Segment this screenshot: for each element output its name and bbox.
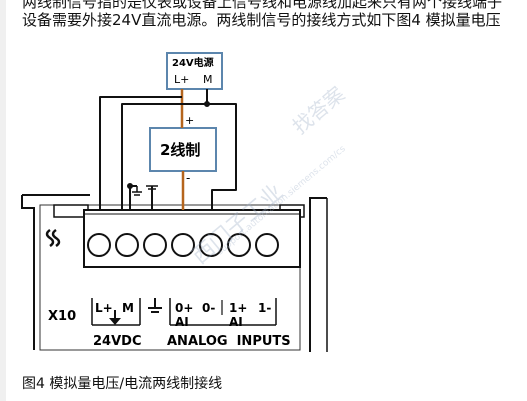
coding-symbol-icon: [45, 228, 61, 248]
module-label-lplus: L+: [95, 301, 113, 315]
terminal-screw-ai0plus: [171, 233, 195, 257]
wire-supply-lplus-to-module: [99, 96, 182, 210]
wires: [99, 89, 237, 210]
two-wire-device-box: 2线制 + -: [149, 114, 217, 185]
module-label-analog-inputs: ANALOG INPUTS: [167, 334, 291, 349]
watermark-text-1: 找答案: [288, 82, 349, 139]
terminal-screw-ai1minus: [255, 233, 279, 257]
module-label-x10: X10: [48, 309, 76, 324]
power-supply-box: 24V电源 L+ M: [166, 52, 223, 90]
device-minus-label: -: [186, 171, 190, 185]
terminal-screw-ground: [143, 233, 167, 257]
module-label-ai-a: AI: [175, 315, 189, 329]
supply-arrow-icon: [109, 318, 121, 325]
device-plus-label: +: [185, 114, 194, 127]
terminal-block: [83, 209, 301, 268]
module-label-ai0plus: 0+: [175, 301, 193, 315]
module-label-ai0minus: 0-: [202, 301, 215, 315]
label-area: [91, 298, 277, 326]
terminal-screw-ai1plus: [227, 233, 251, 257]
power-supply-m: M: [203, 73, 213, 86]
terminal-screw-ai0minus: [199, 233, 223, 257]
terminal-screw-m: [115, 233, 139, 257]
power-supply-title: 24V电源: [172, 56, 214, 69]
page-left-border: [0, 0, 6, 401]
module-label-24vdc: 24VDC: [93, 334, 141, 349]
wire-supply-m-to-module-m: [121, 103, 207, 210]
module-label-ai1minus: 1-: [258, 301, 271, 315]
ground-symbol-icon: [148, 298, 162, 313]
wire-supply-m-to-ai0minus: [207, 103, 237, 210]
ground-symbol-icon: [146, 185, 158, 190]
terminal-screw-lplus: [87, 233, 111, 257]
ground-symbol-icon: [132, 186, 142, 196]
wiring-diagram-figure: X10 L+ M 24VDC 0+ 0- 1+ 1- AI AI ANALOG …: [21, 52, 349, 352]
module-label-ai1plus: 1+: [229, 301, 247, 315]
paragraph-line-1: 两线制信号指的是仪表或设备上信号线和电源线加起来只有两个接线端子: [22, 0, 503, 11]
power-supply-lplus: L+: [174, 73, 189, 86]
figure-caption: 图4 模拟量电压/电流两线制接线: [22, 376, 223, 392]
module-label-ai-b: AI: [229, 315, 243, 329]
module-label-m: M: [122, 301, 134, 315]
two-wire-device-label: 2线制: [160, 141, 200, 159]
paragraph-line-2: 设备需要外接24V直流电源。两线制信号的接线方式如下图4 模拟量电压: [22, 11, 501, 29]
